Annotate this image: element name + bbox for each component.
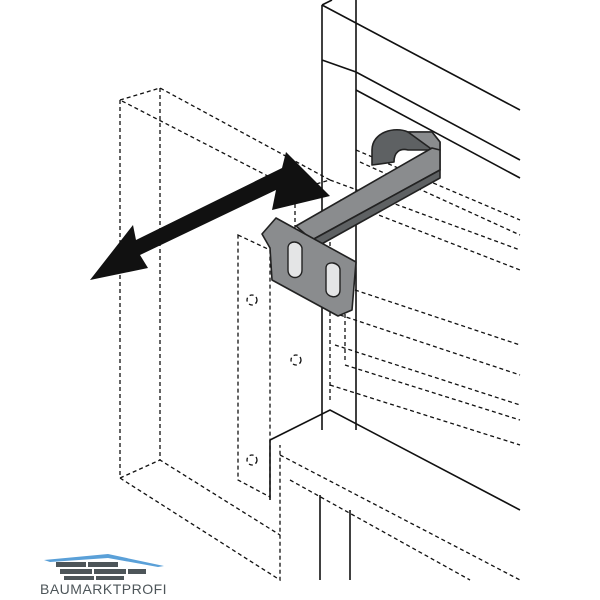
roof-icon xyxy=(44,554,164,567)
direction-arrow xyxy=(90,152,330,280)
fixing-bracket xyxy=(261,128,441,317)
drawer-front-panel xyxy=(118,87,332,582)
bricks-icon xyxy=(56,562,146,580)
brand-logo xyxy=(44,554,164,580)
drawer-base xyxy=(269,409,521,581)
brand-name: BAUMARKTPROFI xyxy=(40,581,168,597)
